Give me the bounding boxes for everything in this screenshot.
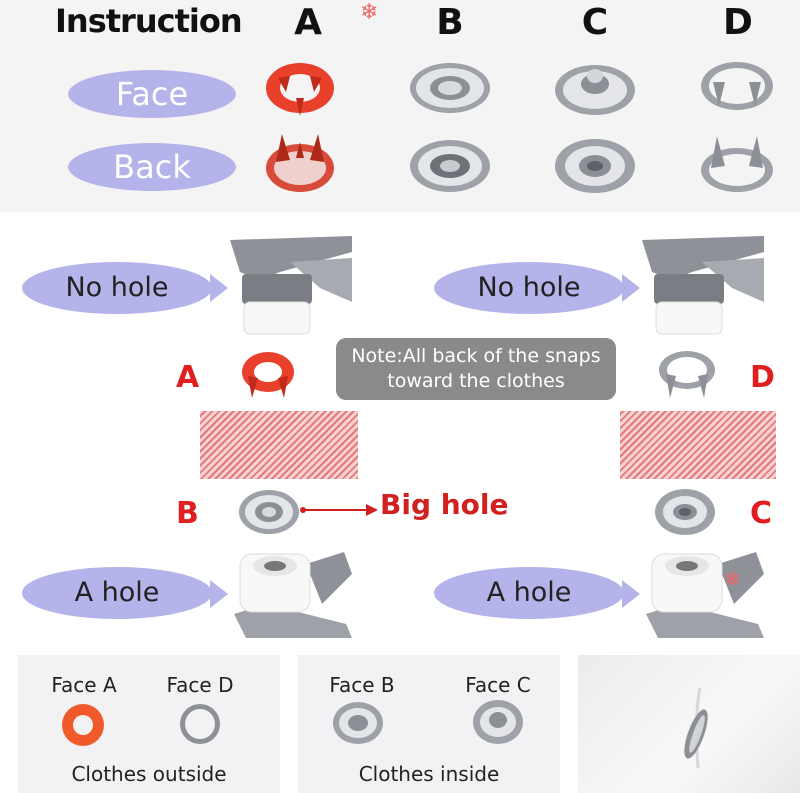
arrow-right-icon (622, 580, 640, 608)
snap-face-b-silver-icon (333, 702, 383, 744)
column-a-label: A (294, 2, 322, 43)
fabric-photo (578, 655, 800, 793)
a-hole-label-left: A hole (22, 567, 212, 619)
pliers-die-a-hole-right-icon: ❄ (646, 552, 764, 638)
pliers-die-no-hole-right-icon (642, 236, 764, 335)
snap-on-fabric-icon (684, 688, 708, 768)
snap-b-silver-icon (239, 490, 299, 534)
note-box: Note:All back of the snaps toward the cl… (336, 338, 616, 400)
arrow-right-icon (210, 274, 228, 302)
snap-d-back-icon (701, 136, 773, 192)
step-letter-b: B (176, 496, 199, 531)
face-a-label: Face A (51, 673, 117, 697)
column-b-label: B (436, 2, 464, 43)
big-hole-label: Big hole (380, 488, 509, 521)
no-hole-label-right: No hole (434, 262, 624, 314)
snowflake-icon: ❄ (360, 0, 379, 25)
step-letter-a: A (176, 360, 200, 395)
fabric-swatch-right (620, 411, 776, 479)
note-line-2: toward the clothes (387, 370, 565, 392)
clothes-inside-label: Clothes inside (358, 762, 500, 786)
column-c-label: C (581, 2, 609, 43)
snap-c-silver-icon (655, 489, 715, 535)
pliers-die-a-hole-left-icon (234, 552, 352, 638)
a-hole-label-right: A hole (434, 567, 624, 619)
snap-c-back-icon (555, 139, 635, 193)
snap-c-face-icon (555, 65, 635, 115)
snap-d-silver-icon (659, 351, 715, 398)
page-title: Instruction (55, 2, 243, 40)
step-letter-d: D (750, 360, 775, 395)
clothes-outside-label: Clothes outside (71, 762, 227, 786)
back-row-label: Back (68, 143, 236, 191)
panel-clothes-outside (18, 655, 280, 793)
face-d-label: Face D (166, 673, 234, 697)
no-hole-label-left: No hole (22, 262, 212, 314)
fabric-swatch-left (200, 411, 358, 479)
pliers-die-no-hole-left-icon (230, 236, 352, 335)
face-row-label: Face (68, 70, 236, 118)
snap-face-c-silver-icon (473, 700, 523, 744)
snap-face-d-silver-icon (180, 704, 220, 744)
face-b-label: Face B (329, 673, 395, 697)
step-letter-c: C (750, 496, 773, 531)
arrow-to-big-hole-icon (300, 504, 378, 516)
arrow-right-icon (210, 580, 228, 608)
snap-b-back-icon (410, 140, 490, 192)
arrow-right-icon (622, 274, 640, 302)
svg-text:❄: ❄ (724, 567, 741, 591)
column-d-label: D (723, 2, 753, 43)
snap-a-red-icon (242, 352, 294, 398)
snap-a-face-icon (266, 63, 334, 116)
note-line-1: Note:All back of the snaps (351, 345, 601, 367)
snap-b-face-icon (410, 63, 490, 113)
face-c-label: Face C (465, 673, 531, 697)
snap-face-a-red-icon (62, 704, 104, 746)
snap-a-back-icon (266, 134, 334, 192)
snap-d-face-icon (701, 62, 773, 110)
